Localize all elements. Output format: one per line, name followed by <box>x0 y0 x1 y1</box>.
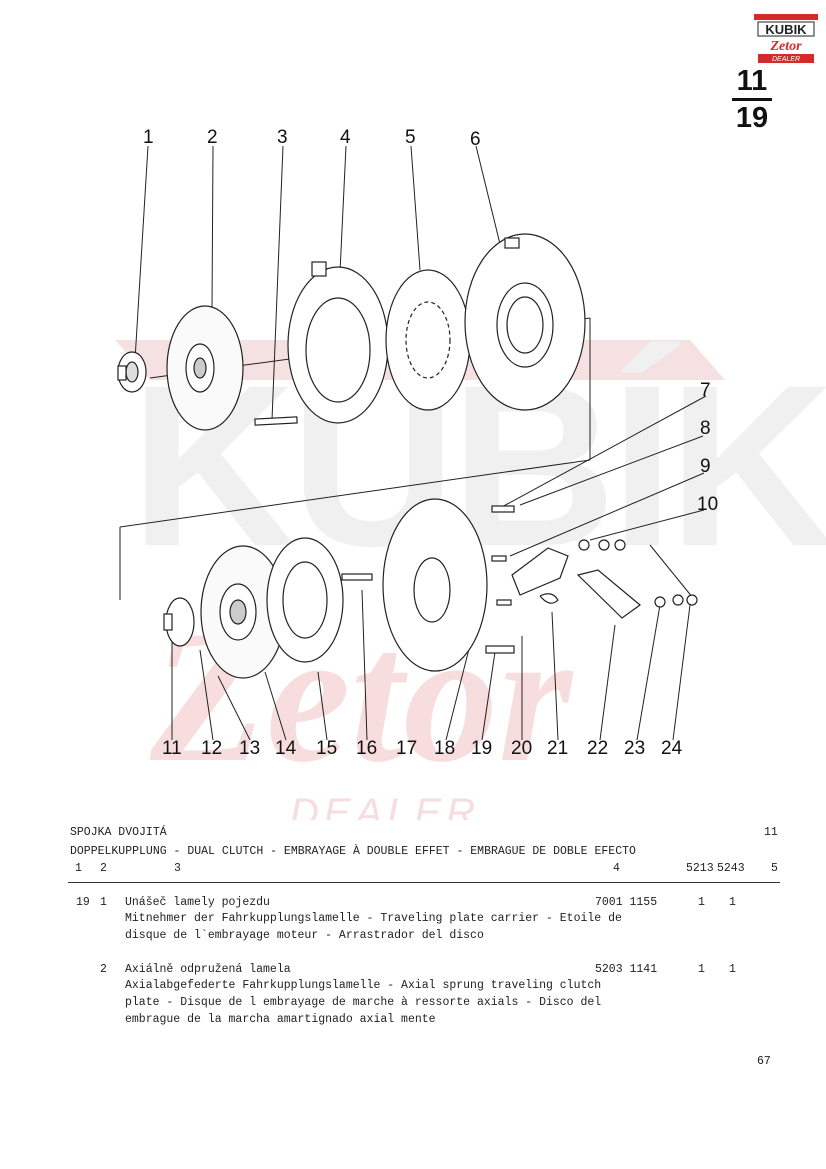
row-2-part-number: 5203 1141 <box>595 963 658 976</box>
section-divider <box>732 98 772 101</box>
col-header-5243: 5243 <box>717 862 745 875</box>
col-header-1: 1 <box>75 862 82 875</box>
row-2-qty-5243: 1 <box>729 963 736 976</box>
table-header-rule <box>68 882 780 883</box>
callout-19: 19 <box>471 738 492 759</box>
part-6-housing <box>464 233 586 411</box>
part-14-disc <box>200 545 286 679</box>
part-15-plate <box>266 537 344 663</box>
section-number: 11 19 <box>732 66 772 134</box>
lower-leaders <box>171 395 707 741</box>
part-1-hub <box>117 351 147 393</box>
part-11-flange <box>163 597 195 647</box>
part-16-pin <box>341 573 373 581</box>
row-2-desc-line-2: Axialabgefederte Fahrkupplungslamelle - … <box>125 979 602 992</box>
table-section-number: 11 <box>764 826 778 839</box>
callout-labels: 1 2 3 4 5 6 7 8 9 10 11 12 13 14 15 16 1… <box>143 127 718 759</box>
section-number-bottom: 19 <box>735 102 769 134</box>
callout-20: 20 <box>511 738 532 759</box>
kubik-zetor-logo: KUBIK Zetor DEALER <box>754 14 818 63</box>
callout-17: 17 <box>396 738 417 759</box>
logo-word: KUBIK <box>765 22 807 37</box>
exploded-clutch-diagram: KUBÍK Zetor DEALER <box>115 127 826 820</box>
row-2-pos: 2 <box>100 963 107 976</box>
page-number: 67 <box>757 1055 771 1068</box>
callout-5: 5 <box>405 127 416 148</box>
row-1-part-number: 7001 1155 <box>595 896 658 909</box>
part-5-spring-plate <box>385 269 471 411</box>
part-3-bolt <box>254 416 298 426</box>
row-1-qty-5213: 1 <box>698 896 705 909</box>
row-1-desc-line-2: Mitnehmer der Fahrkupplungslamelle - Tra… <box>125 912 622 925</box>
callout-10: 10 <box>697 494 718 515</box>
parts-22-24-levers <box>511 539 698 619</box>
watermark-dealer: DEALER <box>290 791 480 820</box>
callout-18: 18 <box>434 738 455 759</box>
section-number-top: 11 <box>736 65 768 97</box>
col-header-5: 5 <box>771 862 778 875</box>
callout-4: 4 <box>340 127 351 148</box>
row-1-desc-line-3: disque de l`embrayage moteur - Arrastrad… <box>125 929 484 942</box>
part-4-cover <box>287 261 389 424</box>
callout-6: 6 <box>470 129 481 150</box>
row-1-fig: 19 <box>76 896 90 909</box>
row-2-desc-line-1: Axiálně odpružená lamela <box>125 963 291 976</box>
col-header-3: 3 <box>174 862 181 875</box>
callout-8: 8 <box>700 418 711 439</box>
callout-21: 21 <box>547 738 568 759</box>
row-1-desc-line-1: Unášeč lamely pojezdu <box>125 896 270 909</box>
logo-dealer: DEALER <box>772 56 800 63</box>
parts-7-9-small <box>491 505 515 606</box>
col-header-5213: 5213 <box>686 862 714 875</box>
callout-24: 24 <box>661 738 683 759</box>
row-2-desc-line-3: plate - Disque de l embrayage de marche … <box>125 996 602 1009</box>
table-title-cz: SPOJKA DVOJITÁ <box>70 826 167 839</box>
col-header-2: 2 <box>100 862 107 875</box>
part-19-bolt <box>485 645 515 654</box>
callout-2: 2 <box>207 127 218 148</box>
callout-9: 9 <box>700 456 711 477</box>
table-title-multilingual: DOPPELKUPPLUNG - DUAL CLUTCH - EMBRAYAGE… <box>70 845 636 858</box>
row-2-qty-5213: 1 <box>698 963 705 976</box>
logo-script: Zetor <box>769 39 802 54</box>
callout-15: 15 <box>316 738 337 759</box>
part-2-disc <box>166 305 244 431</box>
callout-3: 3 <box>277 127 288 148</box>
callout-11: 11 <box>162 738 182 759</box>
row-1-qty-5243: 1 <box>729 896 736 909</box>
callout-14: 14 <box>275 738 297 759</box>
callout-23: 23 <box>624 738 645 759</box>
callout-22: 22 <box>587 738 608 759</box>
part-17-backplate <box>382 498 488 672</box>
callout-7: 7 <box>700 380 711 401</box>
row-2-desc-line-4: embrague de la marcha amartignado axial … <box>125 1013 436 1026</box>
callout-13: 13 <box>239 738 260 759</box>
col-header-4: 4 <box>613 862 620 875</box>
row-1-pos: 1 <box>100 896 107 909</box>
callout-16: 16 <box>356 738 377 759</box>
callout-12: 12 <box>201 738 222 759</box>
callout-1: 1 <box>143 127 154 148</box>
